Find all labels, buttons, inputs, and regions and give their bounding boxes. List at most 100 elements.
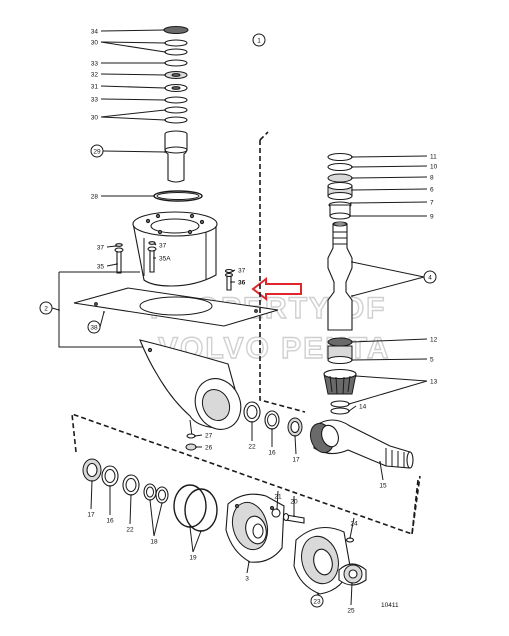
leader-dot-16	[271, 428, 273, 430]
leader-dot-5	[351, 359, 353, 361]
figure-number-text: 1	[257, 38, 261, 45]
leader-line-3	[246, 561, 250, 574]
label-29: 29	[90, 144, 104, 158]
label-9: 9	[430, 214, 434, 221]
label-35: 35	[97, 264, 105, 271]
label-22b: 22	[126, 527, 134, 534]
leader-line-17	[294, 435, 297, 455]
lower-housing	[139, 339, 242, 437]
leader-line-33b	[100, 98, 166, 101]
label-text-2: 2	[44, 306, 48, 313]
label-text-37: 37	[97, 245, 105, 252]
leader-dot-8	[351, 177, 353, 179]
leader-line-13	[355, 375, 428, 382]
label-text-31: 31	[91, 84, 99, 91]
label-text-26: 26	[205, 445, 213, 452]
leader-dot-9	[349, 215, 351, 217]
leader-line-13	[348, 380, 428, 405]
label-text-33: 33	[91, 61, 99, 68]
label-text-22b: 22	[126, 527, 134, 534]
label-text-16b: 16	[106, 518, 114, 525]
label-33b: 33	[91, 97, 99, 104]
leader-dot-26	[195, 446, 197, 448]
leader-dot-28	[153, 195, 155, 197]
label-text-10: 10	[430, 164, 438, 171]
leader-line-30b	[100, 109, 166, 118]
leader-dot-14	[348, 410, 350, 412]
label-27: 27	[205, 433, 213, 440]
label-text-16: 16	[268, 450, 276, 457]
label-16: 16	[268, 450, 276, 457]
label-text-35: 35	[97, 264, 105, 271]
o-ring	[153, 190, 203, 202]
leader-dot-2	[58, 309, 60, 311]
label-text-7: 7	[430, 200, 434, 207]
label-text-12: 12	[430, 337, 438, 344]
leader-dot-20	[293, 515, 295, 517]
label-text-27: 27	[205, 433, 213, 440]
label-text-15: 15	[379, 483, 387, 490]
leader-dot-33	[164, 62, 166, 64]
leader-dot-37c	[232, 270, 234, 272]
leader-line-12	[351, 338, 428, 343]
leader-line-14	[348, 405, 357, 412]
label-37b: 37	[159, 243, 167, 250]
label-text-23: 23	[313, 599, 321, 606]
leader-dot-35A	[153, 257, 155, 259]
label-34: 34	[91, 29, 99, 36]
leader-line-29	[102, 150, 166, 153]
leader-line-7	[350, 201, 428, 204]
leader-dot-7	[350, 202, 352, 204]
label-text-5: 5	[430, 357, 434, 364]
leader-dot-33b	[164, 99, 166, 101]
label-text-34: 34	[91, 29, 99, 36]
leader-dot-4	[351, 261, 353, 263]
leader-dot-24	[349, 537, 351, 539]
label-20: 20	[290, 499, 298, 506]
leader-line-18	[153, 502, 163, 537]
leader-dot-17b	[91, 480, 93, 482]
leader-dot-3	[248, 561, 250, 563]
leader-line-30	[100, 41, 166, 53]
leader-dot-31	[164, 87, 166, 89]
leader-dot-30b	[164, 119, 166, 121]
lower-bearing	[327, 337, 353, 365]
label-text-14: 14	[359, 404, 367, 411]
label-12: 12	[430, 337, 438, 344]
leader-line-32	[100, 73, 166, 76]
leader-dot-22b	[130, 494, 132, 496]
label-text-20: 20	[290, 499, 298, 506]
shaft-bearings	[327, 152, 353, 220]
label-23: 23	[310, 594, 324, 608]
washer-stack	[163, 26, 189, 124]
label-circle-38	[87, 320, 101, 334]
label-text-37c: 37	[238, 268, 246, 275]
leader-dot-30	[164, 42, 166, 44]
label-text-36: 36	[238, 280, 246, 287]
anode	[338, 537, 367, 586]
label-33: 33	[91, 61, 99, 68]
label-2: 2	[39, 301, 53, 315]
label-38: 38	[87, 320, 101, 334]
label-28: 28	[91, 194, 99, 201]
leader-lines	[51, 29, 428, 606]
label-circle-4	[423, 270, 437, 284]
leader-line-24	[349, 517, 355, 539]
leader-line-4	[351, 261, 425, 278]
leader-dot-34	[163, 29, 165, 31]
label-26: 26	[205, 445, 213, 452]
leader-dot-23	[317, 593, 319, 595]
label-3: 3	[245, 576, 249, 583]
gasket	[73, 287, 279, 327]
label-text-4: 4	[428, 275, 432, 282]
label-text-37b: 37	[159, 243, 167, 250]
label-text-17: 17	[292, 457, 300, 464]
label-text-8: 8	[430, 175, 434, 182]
leader-line-2	[51, 307, 60, 311]
leader-dot-6	[351, 189, 353, 191]
leader-line-27	[194, 434, 203, 437]
label-10: 10	[430, 164, 438, 171]
label-text-25: 25	[347, 608, 355, 615]
leader-line-17b	[90, 480, 93, 510]
